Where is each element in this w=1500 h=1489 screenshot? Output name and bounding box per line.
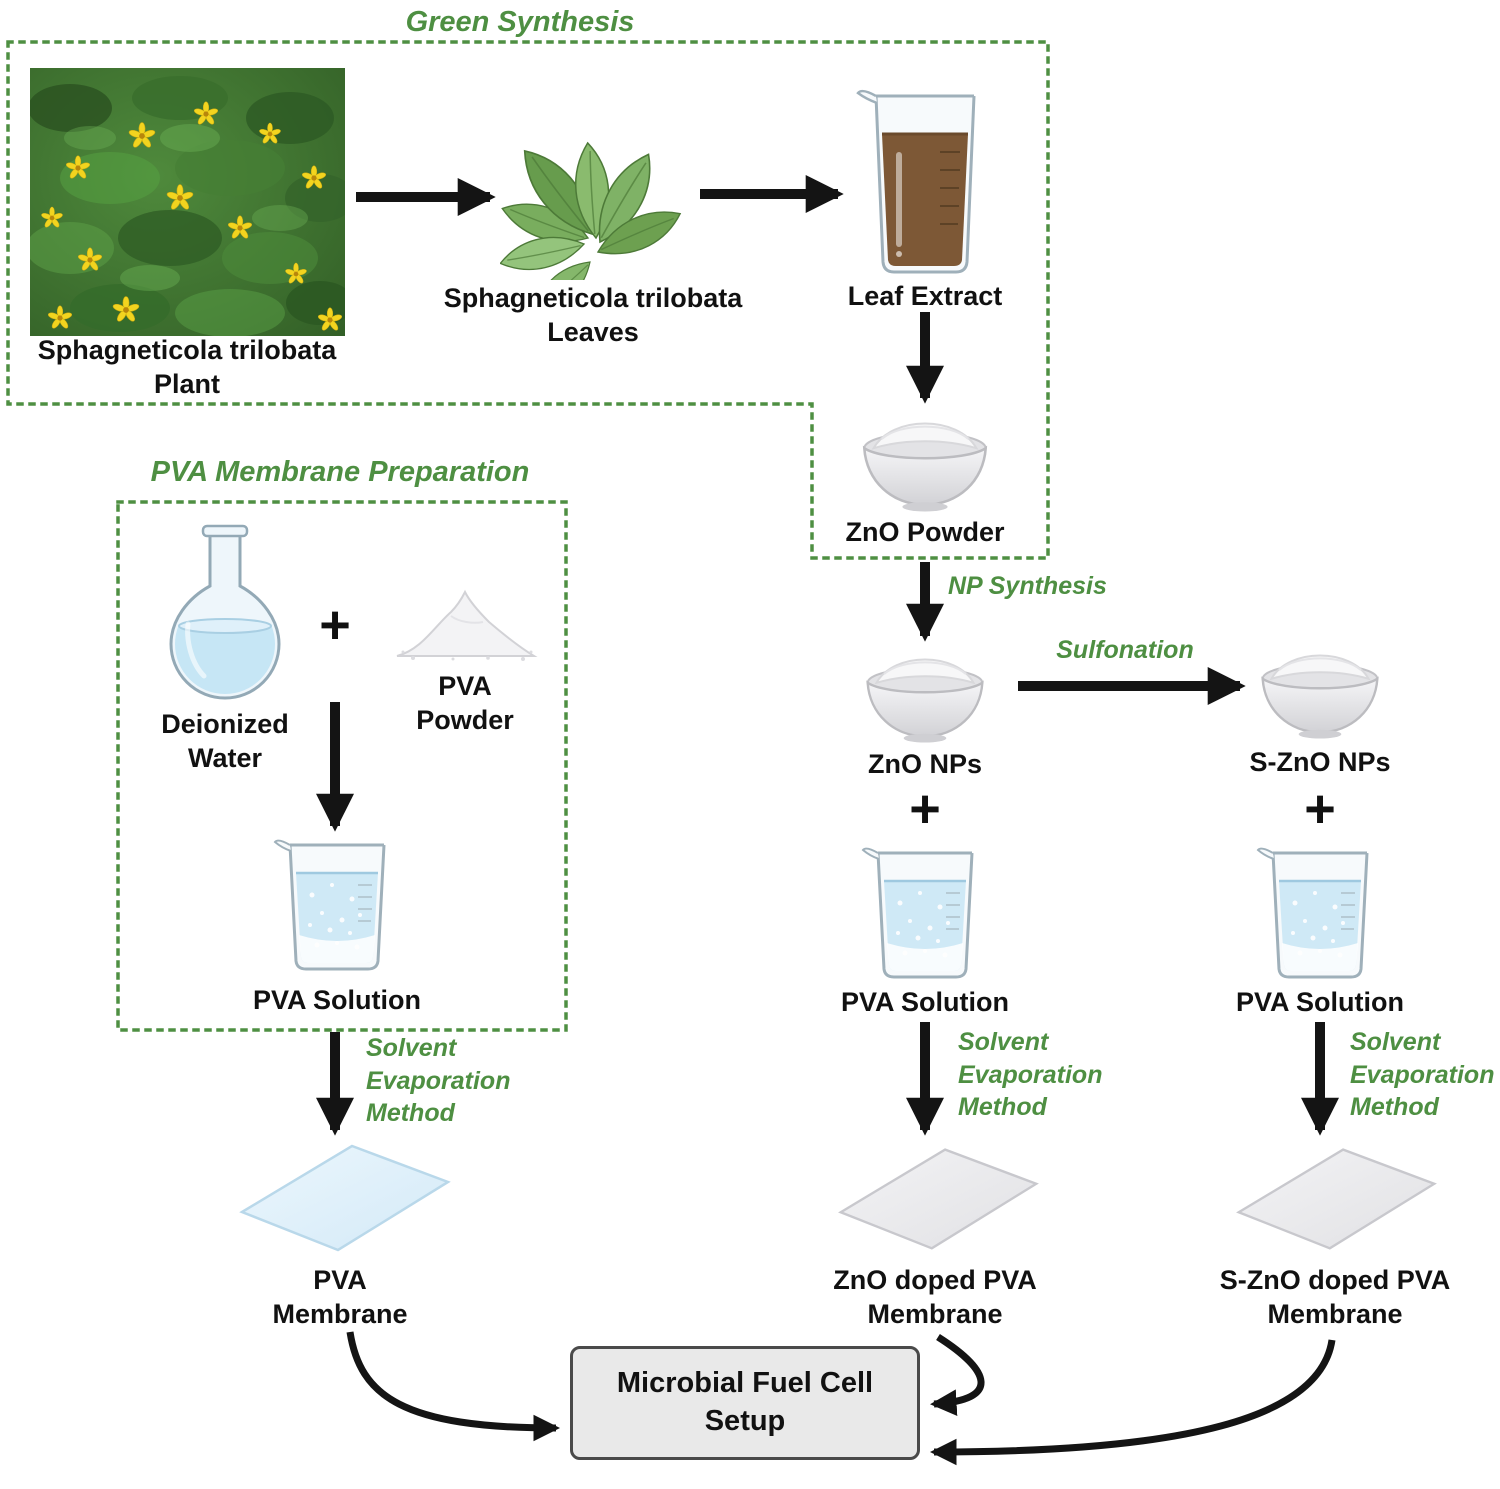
plus-sign-right: + [1304, 779, 1336, 839]
pva-solution-beaker-mid-icon [860, 843, 990, 983]
szno-membrane-caption: S-ZnO doped PVA Membrane [1219, 1265, 1451, 1329]
solvent-method-right-label: Solvent Evaporation Method [1350, 1028, 1495, 1121]
pva-prep-border [116, 500, 568, 1032]
plant-photo [30, 68, 345, 336]
plus-sign-mid: + [909, 779, 941, 839]
zno-nps-caption: ZnO NPs [867, 749, 982, 779]
green-synthesis-title: Green Synthesis [405, 6, 635, 38]
pva-solution-beaker-left-icon [272, 835, 402, 975]
arrow-pvamembrane-to-mfc [346, 1331, 560, 1442]
green-synthesis-border [6, 40, 1050, 560]
zno-powder-caption: ZnO Powder [845, 517, 1005, 547]
plus-sign-prep: + [319, 595, 351, 655]
zno-powder-bowl-icon [853, 405, 997, 513]
deionized-water-flask-icon [158, 522, 292, 707]
pva-solution-right-caption: PVA Solution [1236, 987, 1404, 1017]
pva-solution-left-caption: PVA Solution [253, 985, 421, 1015]
arrow-sznomembrane-to-mfc [930, 1339, 1336, 1466]
pva-membrane-sheet-icon [232, 1138, 457, 1256]
zno-membrane-caption: ZnO doped PVA Membrane [833, 1265, 1037, 1329]
leaf-extract-beaker-icon [852, 82, 998, 278]
szno-membrane-sheet-icon [1226, 1142, 1446, 1254]
arrow-znomembrane-to-mfc [930, 1334, 985, 1416]
zno-membrane-sheet-icon [828, 1142, 1048, 1254]
szno-nps-bowl-icon [1252, 638, 1388, 740]
sulfonation-label: Sulfonation [1056, 636, 1194, 664]
leaves-icon [500, 112, 685, 280]
pva-prep-title: PVA Membrane Preparation [150, 456, 530, 488]
szno-nps-caption: S-ZnO NPs [1249, 747, 1391, 777]
leaves-caption: Sphagneticola trilobata Leaves [443, 283, 743, 347]
pva-solution-beaker-right-icon [1255, 843, 1385, 983]
solvent-method-mid-label: Solvent Evaporation Method [958, 1028, 1103, 1121]
pva-powder-pile-icon [393, 582, 538, 664]
plant-caption: Sphagneticola trilobata Plant [37, 335, 337, 399]
pva-solution-mid-caption: PVA Solution [841, 987, 1009, 1017]
mfc-setup-box: Microbial Fuel Cell Setup [570, 1346, 920, 1460]
zno-nps-bowl-icon [857, 642, 993, 744]
pva-membrane-caption: PVA Membrane [272, 1265, 408, 1329]
np-synthesis-label: NP Synthesis [948, 572, 1107, 600]
solvent-method-left-label: Solvent Evaporation Method [366, 1034, 511, 1127]
pva-powder-caption: PVA Powder [416, 671, 514, 735]
deionized-water-caption: Deionized Water [161, 709, 289, 773]
leaf-extract-caption: Leaf Extract [847, 281, 1003, 311]
